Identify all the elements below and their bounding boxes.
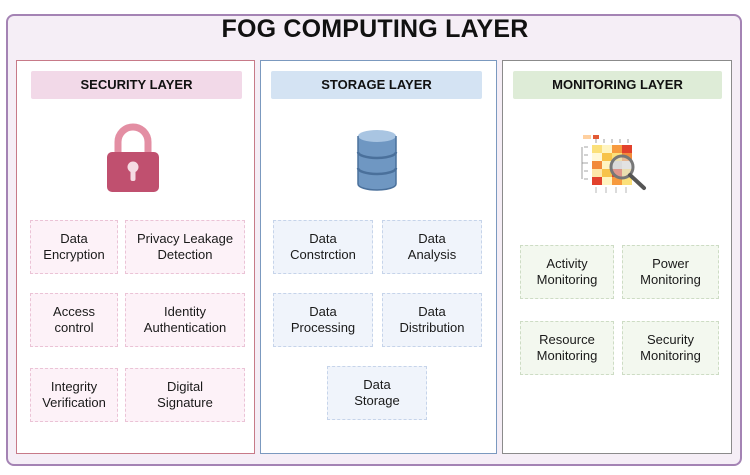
page-title: FOG COMPUTING LAYER — [221, 15, 529, 43]
security-layer-header: SECURITY LAYER — [31, 71, 242, 99]
storage-layer-header: STORAGE LAYER — [271, 71, 482, 99]
heatmap-magnifier-icon — [581, 135, 646, 193]
monitoring-layer-header: MONITORING LAYER — [513, 71, 722, 99]
lock-icon — [107, 123, 159, 192]
database-icon — [356, 130, 398, 191]
